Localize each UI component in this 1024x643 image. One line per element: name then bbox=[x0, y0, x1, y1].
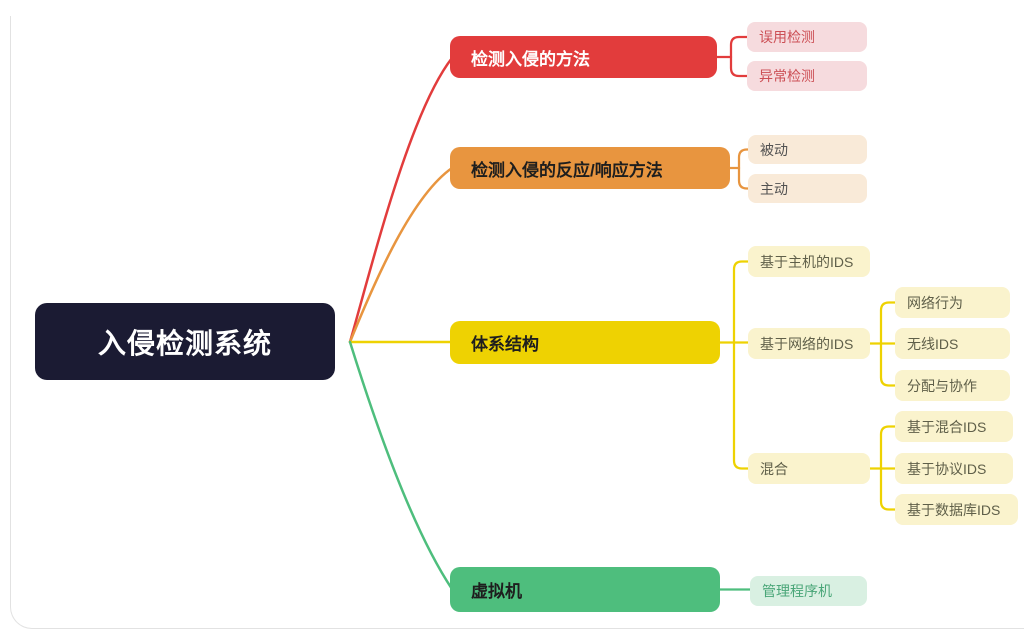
connector-orange-children bbox=[728, 148, 750, 190]
node-passive[interactable]: 被动 bbox=[748, 135, 867, 164]
node-virtual-machine[interactable]: 虚拟机 bbox=[450, 567, 720, 612]
node-wireless-ids[interactable]: 无线IDS bbox=[895, 328, 1010, 359]
node-distribution-collaboration[interactable]: 分配与协作 bbox=[895, 370, 1010, 401]
node-active[interactable]: 主动 bbox=[748, 174, 867, 203]
node-protocol-based-ids[interactable]: 基于协议IDS bbox=[895, 453, 1013, 484]
node-host-based-ids[interactable]: 基于主机的IDS bbox=[748, 246, 870, 277]
node-architecture[interactable]: 体系结构 bbox=[450, 321, 720, 364]
connector-yellow-children bbox=[718, 260, 897, 511]
node-network-behavior[interactable]: 网络行为 bbox=[895, 287, 1010, 318]
node-hypervisor-machine[interactable]: 管理程序机 bbox=[750, 576, 867, 606]
node-hybrid[interactable]: 混合 bbox=[748, 453, 870, 484]
node-misuse-detection[interactable]: 误用检测 bbox=[747, 22, 867, 52]
node-response-methods[interactable]: 检测入侵的反应/响应方法 bbox=[450, 147, 730, 189]
node-anomaly-detection[interactable]: 异常检测 bbox=[747, 61, 867, 91]
connector-red-children bbox=[715, 35, 749, 78]
node-hybrid-based-ids[interactable]: 基于混合IDS bbox=[895, 411, 1013, 442]
node-root-intrusion-detection-system[interactable]: 入侵检测系统 bbox=[35, 303, 335, 380]
node-detection-methods[interactable]: 检测入侵的方法 bbox=[450, 36, 717, 78]
connector-root-branches bbox=[348, 56, 454, 591]
node-database-based-ids[interactable]: 基于数据库IDS bbox=[895, 494, 1018, 525]
node-network-based-ids[interactable]: 基于网络的IDS bbox=[748, 328, 870, 359]
